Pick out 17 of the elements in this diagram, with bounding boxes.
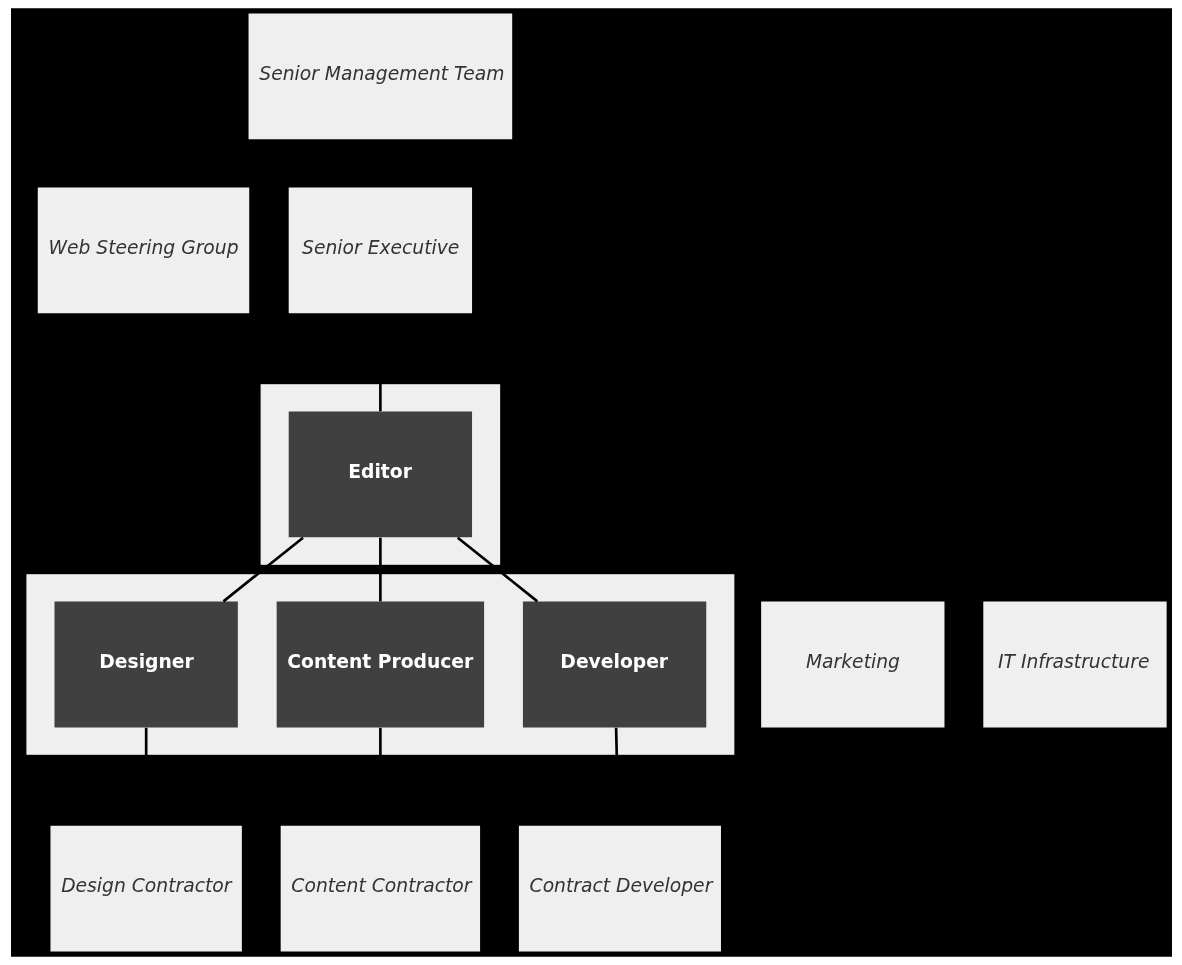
node-box: IT Infrastructure — [982, 601, 1167, 728]
cluster — [260, 384, 500, 565]
node-box: Designer — [54, 601, 238, 728]
connector — [222, 536, 304, 603]
node-box: Content Producer — [276, 601, 484, 728]
connector — [456, 536, 538, 603]
node-box: Senior Management Team — [248, 13, 512, 140]
node-box: Developer — [522, 601, 706, 728]
connector — [378, 537, 382, 602]
node-box: Web Steering Group — [37, 187, 249, 314]
node-box: Senior Executive — [288, 187, 472, 314]
cluster — [25, 574, 734, 755]
node-box: Marketing — [760, 601, 944, 728]
node-box: Contract Developer — [518, 825, 721, 952]
node-box: Editor — [288, 411, 472, 538]
node-box: Content Contractor — [280, 825, 480, 952]
node-box: Design Contractor — [50, 825, 242, 952]
